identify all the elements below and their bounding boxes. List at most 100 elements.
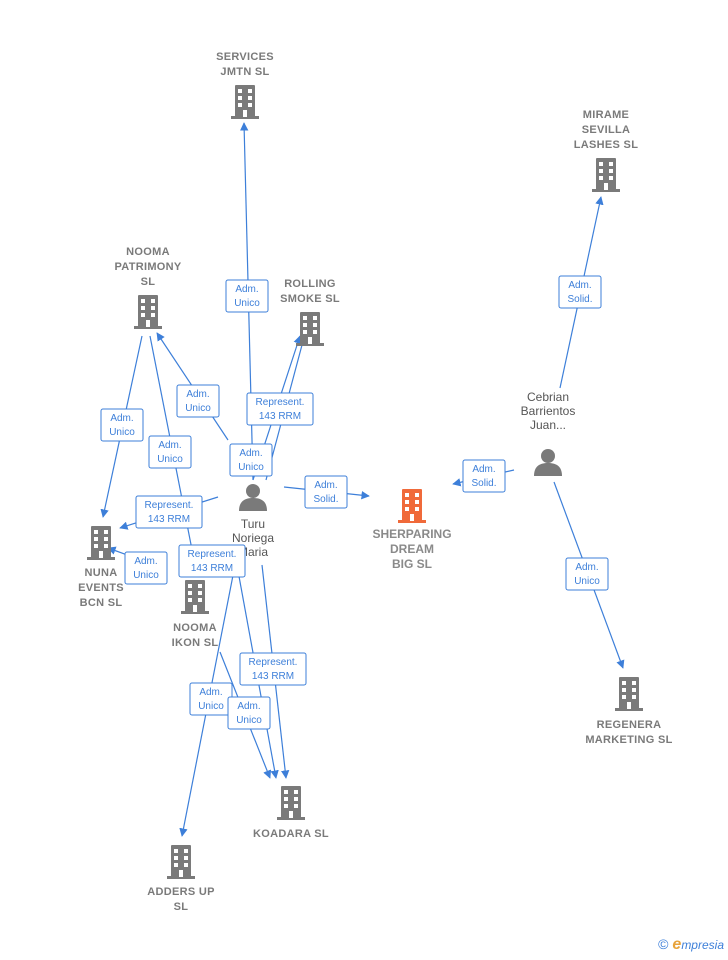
node-label: MARKETING SL <box>585 734 672 746</box>
node-label: JMTN SL <box>220 66 269 78</box>
node-label: NOOMA <box>173 622 217 634</box>
role-label-e5[interactable]: Adm. Unico <box>148 435 192 469</box>
node-label: NOOMA <box>126 246 170 258</box>
node-label: PATRIMONY <box>114 261 181 273</box>
role-labels-layer: Adm.UnicoAdm.UnicoAdm.UnicoRepresent.143… <box>100 275 609 730</box>
role-text: Unico <box>109 427 135 438</box>
node-label: BCN SL <box>80 597 123 609</box>
role-text: Unico <box>574 576 600 587</box>
building-icon <box>167 845 195 879</box>
role-box <box>558 275 602 309</box>
building-icon <box>296 312 324 346</box>
role-label-e14[interactable]: Adm.Solid. <box>462 459 506 493</box>
role-text: Unico <box>234 298 260 309</box>
role-text: Adm. <box>237 701 260 712</box>
node-koadara[interactable]: KOADARA SL <box>253 786 329 840</box>
role-text: Solid. <box>567 294 592 305</box>
role-label-e13[interactable]: Adm. Solid. <box>304 475 348 509</box>
node-label: DREAM <box>390 542 434 556</box>
role-box <box>304 475 348 509</box>
role-box <box>565 557 609 591</box>
role-text: Unico <box>133 570 159 581</box>
node-label: SMOKE SL <box>280 293 340 305</box>
node-label: REGENERA <box>597 719 662 731</box>
role-label-e1[interactable]: Adm.Unico <box>225 279 269 313</box>
role-text: Adm. <box>110 413 133 424</box>
node-cebrian[interactable]: CebrianBarrientosJuan... <box>521 390 576 476</box>
building-icon <box>87 526 115 560</box>
role-text: Unico <box>198 701 224 712</box>
role-text: Adm. <box>239 448 262 459</box>
footer-brand[interactable]: ©empresia <box>658 936 724 954</box>
node-nooma_ikon[interactable]: NOOMA IKON SL <box>172 580 219 649</box>
role-text: Adm. <box>186 389 209 400</box>
copyright-icon: © <box>658 936 669 952</box>
role-label-e11[interactable]: Adm. Unico <box>189 682 233 716</box>
node-label: ADDERS UP <box>147 886 215 898</box>
role-text: Unico <box>185 403 211 414</box>
role-label-e8[interactable]: Adm.Unico <box>124 551 168 585</box>
role-text: 143 RRM <box>252 671 294 682</box>
role-box <box>227 696 271 730</box>
role-box <box>148 435 192 469</box>
role-label-e12[interactable]: Adm. Unico <box>227 696 271 730</box>
role-box <box>135 495 203 529</box>
role-box <box>462 459 506 493</box>
person-icon <box>239 484 267 511</box>
node-label: Maria <box>238 545 268 559</box>
role-box <box>178 544 246 578</box>
role-text: Adm. <box>158 440 181 451</box>
node-label: Juan... <box>530 418 566 432</box>
node-services[interactable]: SERVICES JMTN SL <box>216 51 274 119</box>
role-text: Represent. <box>249 657 298 668</box>
building-icon <box>398 489 426 523</box>
building-icon <box>277 786 305 820</box>
role-text: Adm. <box>314 480 337 491</box>
role-label-e9[interactable]: Represent.143 RRM <box>178 544 246 578</box>
building-icon <box>231 85 259 119</box>
node-regenera[interactable]: REGENERA MARKETING SL <box>585 677 672 746</box>
node-label: ROLLING <box>284 278 336 290</box>
role-label-e7[interactable]: Represent.143 RRM <box>135 495 203 529</box>
role-text: Unico <box>238 462 264 473</box>
role-text: Adm. <box>568 280 591 291</box>
role-text: Adm. <box>575 562 598 573</box>
role-label-e16[interactable]: Adm. Unico <box>565 557 609 591</box>
node-label: Cebrian <box>527 390 569 404</box>
role-text: Unico <box>157 454 183 465</box>
node-label: BIG SL <box>392 557 432 571</box>
role-text: Solid. <box>313 494 338 505</box>
node-label: SEVILLA <box>582 124 631 136</box>
role-box <box>176 384 220 418</box>
node-label: MIRAME <box>583 109 629 121</box>
role-box <box>229 443 273 477</box>
role-label-e15[interactable]: Adm. Solid. <box>558 275 602 309</box>
role-box <box>246 392 314 426</box>
node-label: NUNA <box>85 567 118 579</box>
role-label-e3[interactable]: Adm. Unico <box>176 384 220 418</box>
node-label: EVENTS <box>78 582 124 594</box>
node-label: IKON SL <box>172 637 219 649</box>
role-box <box>225 279 269 313</box>
node-adders[interactable]: ADDERS UP SL <box>147 845 215 913</box>
building-icon <box>181 580 209 614</box>
role-label-e6[interactable]: Adm. Unico <box>229 443 273 477</box>
node-label: SL <box>174 901 189 913</box>
role-text: Adm. <box>199 687 222 698</box>
role-label-e2[interactable]: Adm. Unico <box>100 408 144 442</box>
node-nuna[interactable]: NUNA EVENTS BCN SL <box>78 526 124 609</box>
role-label-e4[interactable]: Represent. 143 RRM <box>246 392 314 426</box>
node-rolling[interactable]: ROLLING SMOKE SL <box>280 278 340 346</box>
building-icon <box>592 158 620 192</box>
role-text: Represent. <box>256 397 305 408</box>
role-label-e10[interactable]: Represent. 143 RRM <box>239 652 307 686</box>
role-text: 143 RRM <box>259 411 301 422</box>
role-text: Unico <box>236 715 262 726</box>
person-icon <box>534 449 562 476</box>
node-label: SERVICES <box>216 51 274 63</box>
